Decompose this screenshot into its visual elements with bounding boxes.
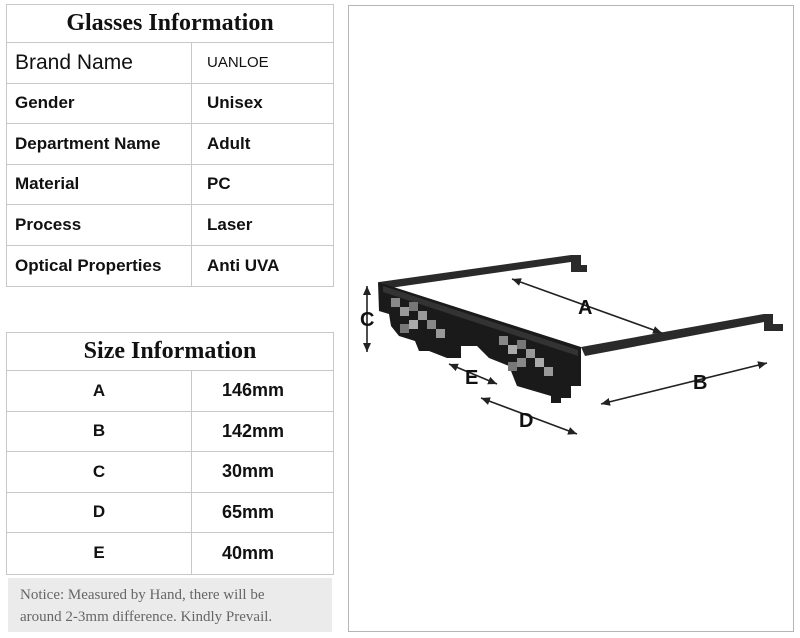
size-a-label: A — [7, 371, 192, 411]
process-value: Laser — [207, 214, 253, 234]
glasses-information-table: Glasses Information Brand Name UANLOE Ge… — [6, 4, 334, 287]
table-row: Material PC — [7, 164, 333, 205]
size-d-value: 65mm — [222, 501, 275, 522]
table-row: B 142mm — [7, 411, 333, 452]
label-a: A — [578, 297, 592, 319]
table-row: D 65mm — [7, 492, 333, 533]
label-b: B — [693, 372, 707, 394]
table-row: Brand Name UANLOE — [7, 43, 333, 84]
table-row: A 146mm — [7, 371, 333, 412]
dimension-d-arrow — [480, 397, 578, 435]
material-label: Material — [7, 164, 192, 204]
brand-name-label: Brand Name — [7, 43, 192, 83]
gender-value: Unisex — [207, 93, 263, 113]
temple-arms — [379, 255, 783, 356]
gender-label: Gender — [7, 83, 192, 123]
size-e-value: 40mm — [222, 542, 275, 563]
pixel-glasses-illustration: A B C D E — [360, 255, 783, 435]
process-label: Process — [7, 205, 192, 245]
department-name-value: Adult — [207, 133, 251, 153]
size-information-table: Size Information A 146mm B 142mm C 30mm … — [6, 332, 334, 575]
glasses-information-title: Glasses Information — [7, 5, 333, 43]
material-value: PC — [207, 174, 231, 194]
table-row: Process Laser — [7, 205, 333, 246]
dimension-e-arrow — [448, 363, 498, 385]
size-b-label: B — [7, 411, 192, 451]
table-row: E 40mm — [7, 533, 333, 574]
department-name-label: Department Name — [7, 124, 192, 164]
size-c-label: C — [7, 452, 192, 492]
label-e: E — [465, 367, 478, 389]
optical-properties-label: Optical Properties — [7, 245, 192, 286]
measurement-notice: Notice: Measured by Hand, there will be … — [8, 578, 332, 632]
label-c: C — [360, 309, 374, 331]
notice-line-2: around 2-3mm difference. Kindly Prevail. — [20, 609, 273, 625]
dimension-a-arrow — [511, 278, 663, 334]
size-d-label: D — [7, 492, 192, 532]
table-row: Gender Unisex — [7, 83, 333, 124]
dimension-b-arrow — [600, 361, 768, 406]
brand-name-value: UANLOE — [207, 54, 269, 72]
size-c-value: 30mm — [222, 461, 275, 482]
size-e-label: E — [7, 533, 192, 574]
size-information-title: Size Information — [7, 333, 333, 371]
glasses-dimension-diagram: A B C D E — [348, 5, 794, 632]
size-b-value: 142mm — [222, 420, 285, 441]
pixel-frame — [378, 282, 581, 403]
optical-properties-value: Anti UVA — [207, 255, 280, 275]
size-a-value: 146mm — [222, 380, 285, 401]
table-row: C 30mm — [7, 452, 333, 493]
label-d: D — [519, 410, 533, 432]
table-row: Optical Properties Anti UVA — [7, 245, 333, 286]
table-row: Department Name Adult — [7, 124, 333, 165]
notice-line-1: Notice: Measured by Hand, there will be — [20, 587, 265, 603]
